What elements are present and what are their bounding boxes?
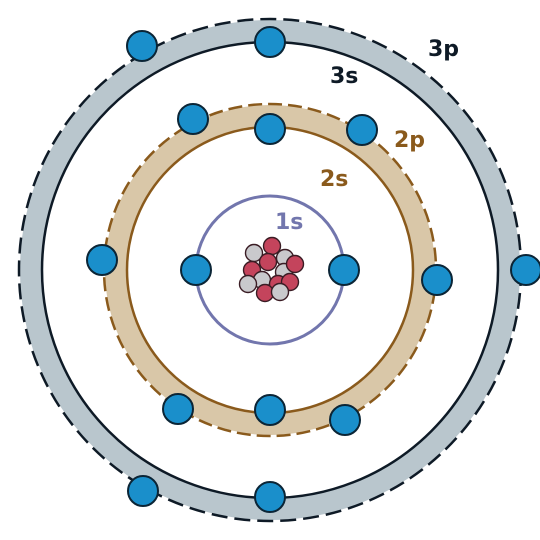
electron	[254, 481, 286, 513]
proton	[285, 254, 305, 274]
electron	[254, 394, 286, 426]
label-2s: 2s	[320, 167, 348, 192]
neutron	[270, 282, 290, 302]
electrons	[86, 26, 540, 513]
electron	[177, 103, 209, 135]
electron	[510, 254, 540, 286]
electron	[328, 254, 360, 286]
electron	[254, 113, 286, 145]
proton	[262, 236, 282, 256]
label-1s: 1s	[275, 210, 303, 235]
electron	[126, 30, 158, 62]
electron	[254, 26, 286, 58]
proton	[258, 252, 278, 272]
label-3p: 3p	[428, 37, 459, 62]
electron	[346, 114, 378, 146]
neutron	[238, 274, 258, 294]
nucleus	[238, 236, 305, 303]
electron	[127, 475, 159, 507]
label-3s: 3s	[330, 64, 358, 89]
label-2p: 2p	[394, 128, 425, 153]
electron	[86, 244, 118, 276]
electron	[162, 393, 194, 425]
electron	[421, 264, 453, 296]
electron	[180, 254, 212, 286]
electron	[329, 404, 361, 436]
